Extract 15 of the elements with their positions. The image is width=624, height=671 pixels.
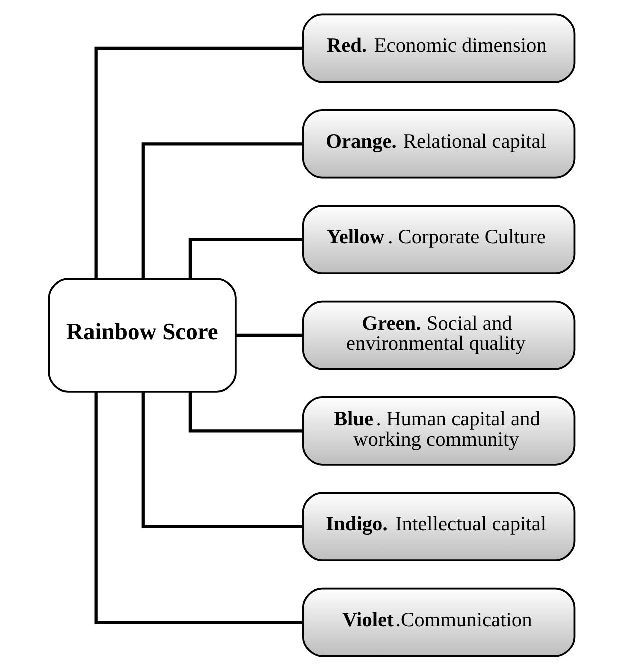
node-box: Green. Social and environmental quality bbox=[302, 300, 576, 370]
node-box: Red. Economic dimension bbox=[302, 14, 576, 84]
connector bbox=[188, 238, 304, 279]
node-box: Violet.Communication bbox=[302, 588, 576, 658]
node-box: Yellow. Corporate Culture bbox=[302, 205, 576, 274]
connector bbox=[142, 142, 304, 279]
node-box: Orange. Relational capital bbox=[302, 109, 576, 179]
node-box: Rainbow Score bbox=[48, 278, 237, 393]
connector bbox=[94, 46, 304, 279]
connector bbox=[94, 392, 304, 624]
node-box: Indigo. Intellectual capital bbox=[302, 492, 576, 562]
connector bbox=[188, 392, 304, 433]
connector bbox=[142, 392, 304, 528]
connector bbox=[236, 334, 304, 338]
node-box: Blue. Human capital and working community bbox=[302, 396, 576, 466]
